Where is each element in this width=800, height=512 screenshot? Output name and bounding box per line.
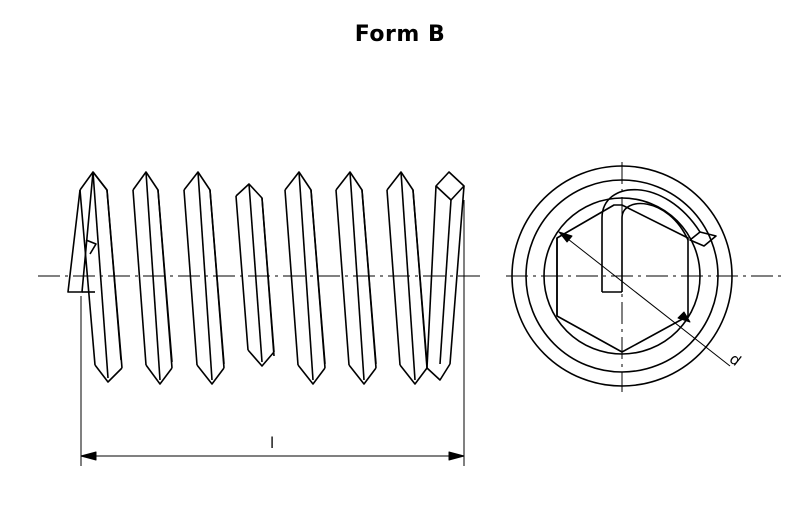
coil-right-end	[426, 171, 465, 381]
end-view	[506, 162, 784, 392]
length-label: l	[270, 434, 274, 452]
tang	[67, 171, 97, 293]
length-dimension	[80, 200, 465, 466]
figure-title: Form B	[354, 22, 446, 47]
coil-back-strands	[79, 171, 428, 365]
coil-front-strands	[79, 171, 428, 385]
diameter-label: d	[726, 350, 745, 370]
